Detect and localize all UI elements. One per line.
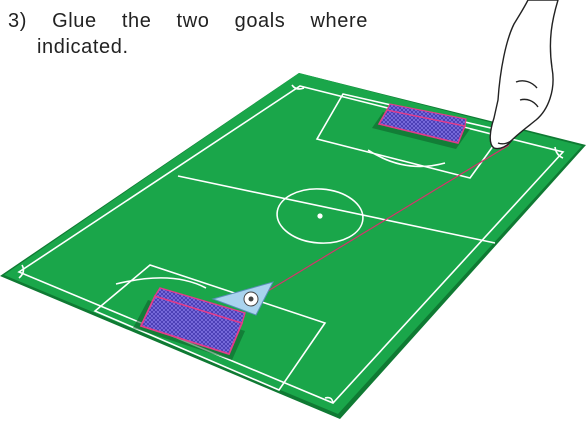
center-spot [318, 214, 322, 218]
pointing-hand-icon [490, 0, 558, 149]
